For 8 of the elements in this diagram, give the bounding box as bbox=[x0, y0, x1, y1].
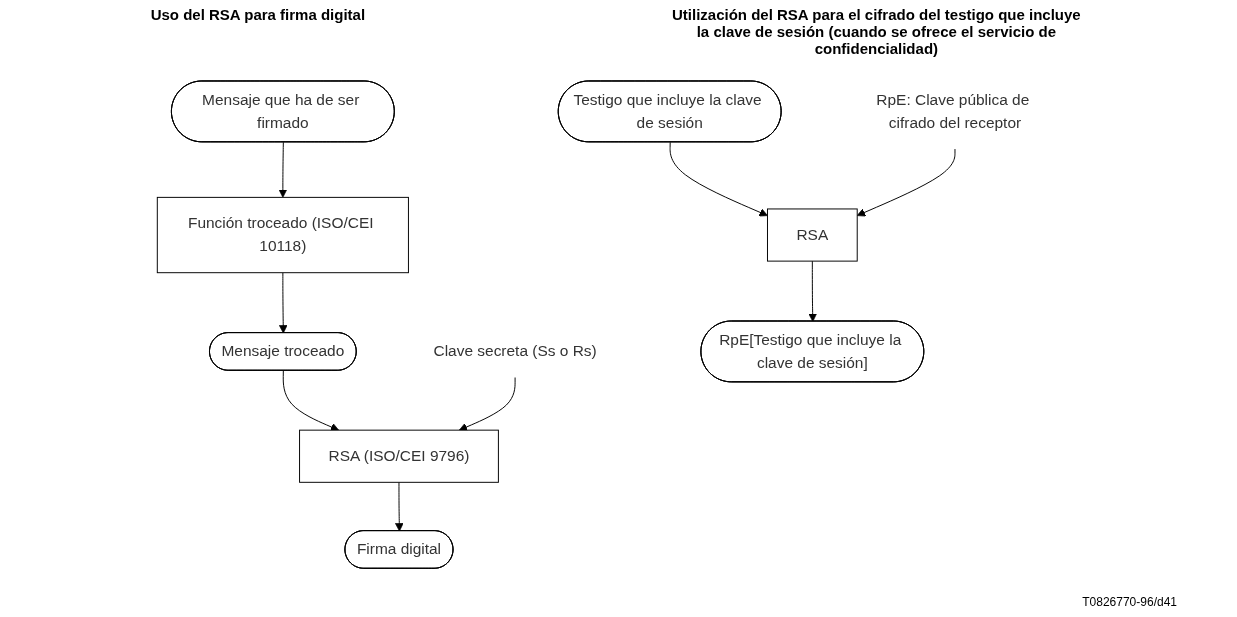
node-text: Clave secreta (Ss o Rs) bbox=[433, 342, 597, 360]
node-box: Función troceado (ISO/CEI 10118) bbox=[156, 196, 409, 274]
panel-title: Uso del RSA para firma digital bbox=[150, 6, 366, 23]
figure-code: T0826770-96/d41 bbox=[1082, 595, 1177, 609]
node-box: RSA (ISO/CEI 9796) bbox=[298, 429, 499, 483]
node-text: RpE: Clave pública de cifrado del receptor bbox=[875, 91, 1029, 131]
node-box: RSA bbox=[766, 208, 858, 262]
panel-title: Utilización del RSA para el cifrado del testigo que incluye la clave de sesión (cuando se ofrece el servicio de confidencialidad) bbox=[671, 6, 1082, 57]
